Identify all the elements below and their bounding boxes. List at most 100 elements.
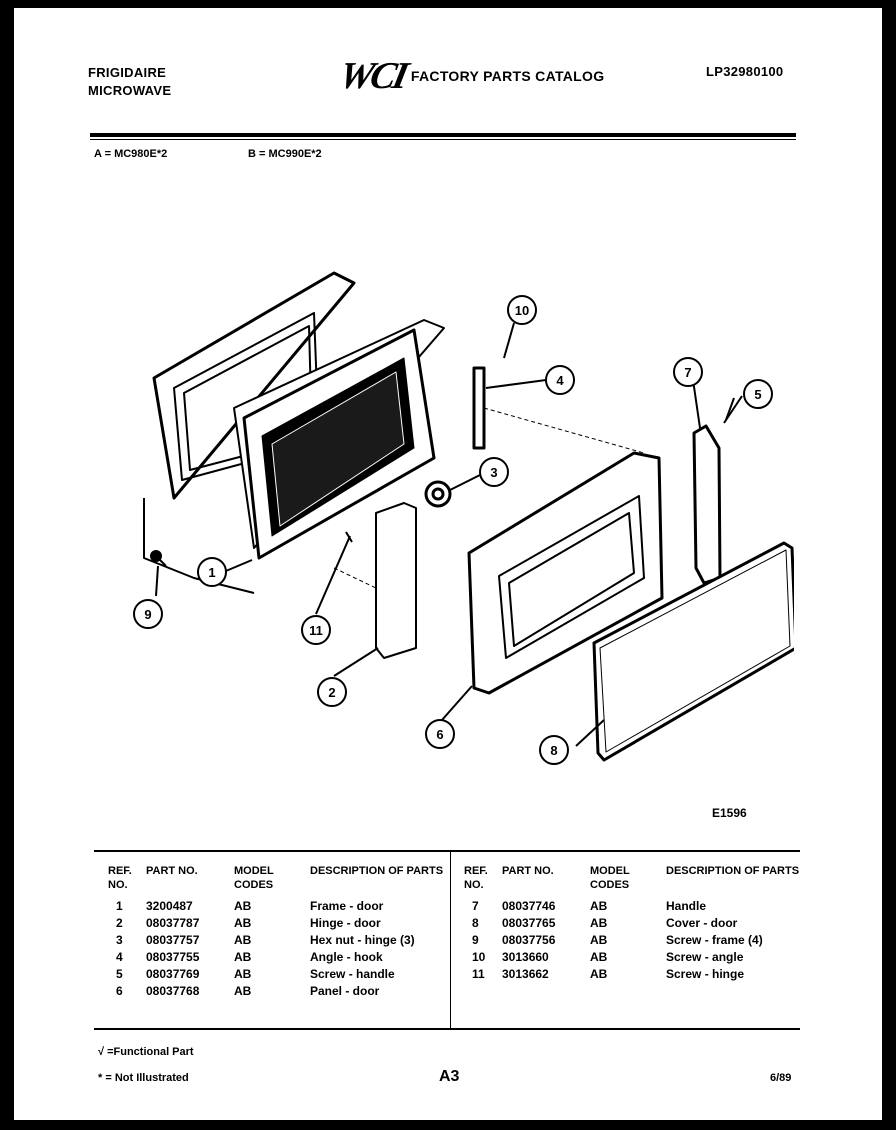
description-cell: Cover - door (666, 916, 738, 930)
hex-nut-part (424, 480, 452, 508)
callout-1-label: 1 (208, 565, 215, 580)
table-row: 7 08037746 AB Handle (458, 898, 808, 915)
model-codes-cell: AB (234, 984, 252, 998)
callout-8-label: 8 (550, 743, 557, 758)
ref-cell: 9 (472, 933, 479, 947)
parts-column-right: REF. NO. PART NO. MODEL CODES DESCRIPTIO… (458, 864, 808, 983)
part-number-cell: 3200487 (146, 899, 193, 913)
catalog-title: FACTORY PARTS CATALOG (410, 68, 605, 84)
model-codes-cell: AB (590, 967, 608, 981)
callout-5 (743, 379, 773, 409)
ref-cell: 1 (116, 899, 123, 913)
part-number-cell: 3013660 (502, 950, 549, 964)
not-illustrated-note: * = Not Illustrated (98, 1072, 189, 1084)
callout-11-label: 11 (309, 623, 323, 638)
header-part: PART NO. (502, 865, 554, 877)
table-row: 10 3013660 AB Screw - angle (458, 949, 808, 966)
callout-8 (539, 735, 569, 765)
ref-cell: 10 (472, 950, 486, 964)
model-codes-cell: AB (234, 933, 252, 947)
part-number-cell: 08037756 (502, 933, 556, 947)
callout-10-label: 10 (515, 303, 529, 318)
part-number-cell: 08037769 (146, 967, 200, 981)
model-codes-cell: AB (590, 950, 608, 964)
callout-10 (507, 295, 537, 325)
callout-4 (545, 365, 575, 395)
catalog-date: 6/89 (770, 1072, 792, 1084)
callout-4-label: 4 (556, 373, 564, 388)
parts-column-left: REF. NO. PART NO. MODEL CODES DESCRIPTIO… (102, 864, 452, 1000)
table-header: REF. NO. PART NO. MODEL CODES DESCRIPTIO… (102, 864, 452, 898)
callout-2 (317, 677, 347, 707)
screw-frame-part (150, 550, 167, 567)
callout-6 (425, 719, 455, 749)
callout-9 (133, 599, 163, 629)
callout-2-label: 2 (328, 685, 335, 700)
description-cell: Handle (666, 899, 707, 913)
ref-cell: 6 (116, 984, 123, 998)
callout-6-label: 6 (436, 727, 443, 742)
wci-logo: WCI (335, 55, 410, 97)
exploded-parts-diagram: 10 4 3 7 5 1 9 11 2 6 8 (133, 271, 794, 765)
part-number-cell: 08037757 (146, 933, 200, 947)
callout-3-label: 3 (490, 465, 497, 480)
catalog-number: LP32980100 (706, 64, 784, 79)
product-type: MICROWAVE (88, 83, 172, 98)
description-cell: Screw - hinge (666, 967, 745, 981)
panel-door-part (467, 451, 664, 695)
callout-1 (197, 557, 227, 587)
catalog-page: FRIGIDAIRE MICROWAVE WCI FACTORY PARTS C… (14, 8, 882, 1120)
ref-cell: 3 (116, 933, 123, 947)
part-number-cell: 08037746 (502, 899, 556, 913)
description-cell: Hinge - door (310, 916, 381, 930)
model-codes-cell: AB (590, 899, 608, 913)
part-number-cell: 3013662 (502, 967, 549, 981)
table-header: REF. NO. PART NO. MODEL CODES DESCRIPTIO… (458, 864, 808, 898)
part-number-cell: 08037765 (502, 916, 556, 930)
part-number-cell: 08037768 (146, 984, 200, 998)
description-cell: Screw - frame (4) (666, 933, 763, 947)
callout-7-label: 7 (684, 365, 691, 380)
model-codes-cell: AB (234, 967, 252, 981)
model-b-code: B = MC990E*2 (248, 148, 322, 160)
description-cell: Screw - angle (666, 950, 744, 964)
header-rule-thin (90, 139, 796, 140)
model-a-code: A = MC980E*2 (94, 148, 168, 160)
description-cell: Screw - handle (310, 967, 395, 981)
catalog-title-block: WCI FACTORY PARTS CATALOG (336, 55, 605, 97)
header-codes: MODEL CODES (590, 865, 630, 891)
table-row: 6 08037768 AB Panel - door (102, 983, 452, 1000)
callout-9-label: 9 (144, 607, 151, 622)
angle-hook-part (472, 366, 486, 450)
header-desc: DESCRIPTION OF PARTS (666, 865, 800, 877)
header-codes: MODEL CODES (234, 865, 274, 891)
table-divider (450, 852, 451, 1028)
model-codes-cell: AB (590, 916, 608, 930)
parts-table: REF. NO. PART NO. MODEL CODES DESCRIPTIO… (94, 850, 800, 1030)
model-codes-cell: AB (234, 899, 252, 913)
header-rule (90, 133, 796, 137)
screw-hinge-part (345, 531, 353, 543)
description-cell: Panel - door (310, 984, 380, 998)
ref-cell: 8 (472, 916, 479, 930)
callout-group (133, 295, 773, 765)
brand-block: FRIGIDAIRE MICROWAVE (88, 64, 171, 100)
part-number-cell: 08037755 (146, 950, 200, 964)
header-part: PART NO. (146, 865, 198, 877)
description-cell: Hex nut - hinge (3) (310, 933, 415, 947)
description-cell: Frame - door (310, 899, 384, 913)
callout-5-label: 5 (754, 387, 761, 402)
diagram-code: E1596 (712, 806, 747, 820)
ref-cell: 2 (116, 916, 123, 930)
callout-11 (301, 615, 331, 645)
model-codes-cell: AB (234, 950, 252, 964)
table-row: 8 08037765 AB Cover - door (458, 915, 808, 932)
table-row: 1 3200487 AB Frame - door (102, 898, 452, 915)
ref-cell: 4 (116, 950, 123, 964)
functional-part-note: √ =Functional Part (98, 1046, 194, 1058)
ref-cell: 7 (472, 899, 479, 913)
brand-name: FRIGIDAIRE (88, 65, 167, 80)
